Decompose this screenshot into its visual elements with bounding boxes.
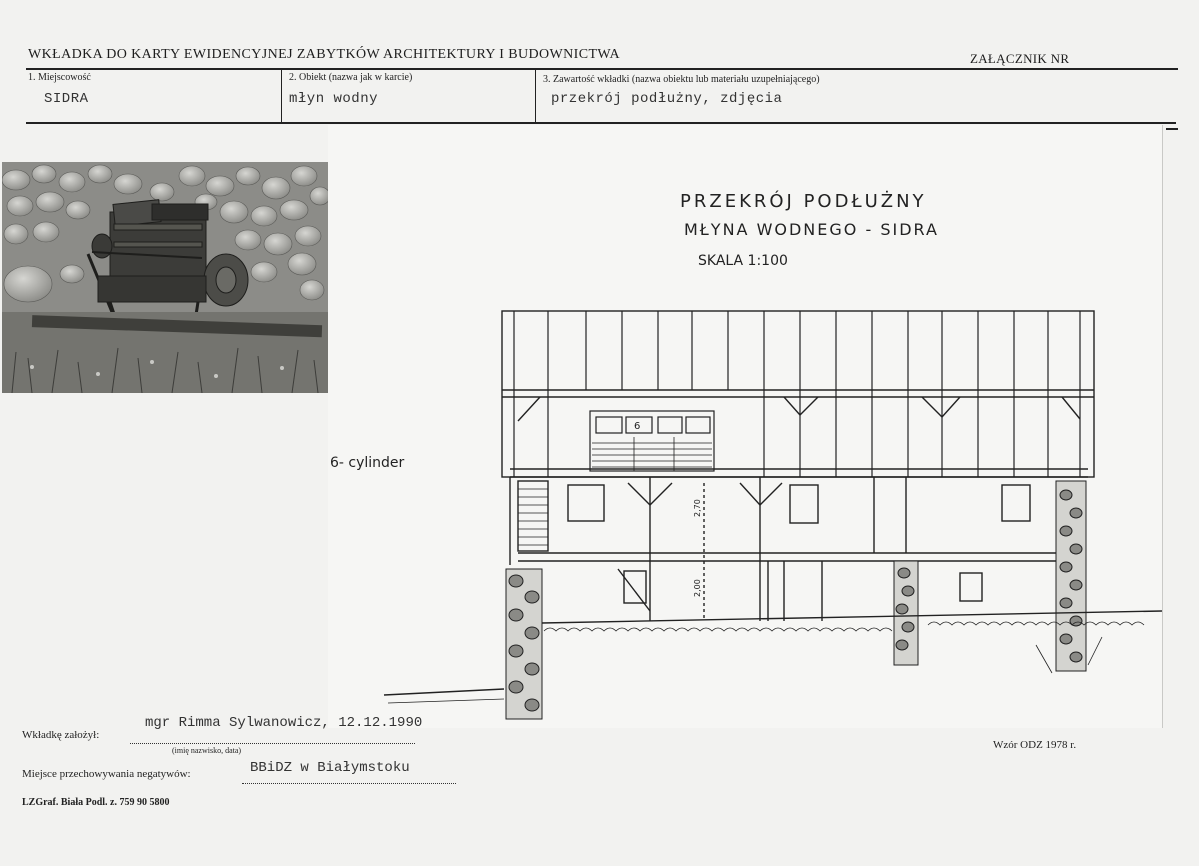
author-value: mgr Rimma Sylwanowicz, 12.12.1990 [145, 715, 423, 731]
storage-label: Miejsce przechowywania negatywów: [22, 768, 191, 780]
form-title: WKŁADKA DO KARTY EWIDENCYJNEJ ZABYTKÓW A… [28, 47, 620, 62]
frame-structure [501, 310, 1095, 621]
stone-foundations [505, 480, 1087, 720]
content-label: 3. Zawartość wkładki (nazwa obiektu lub … [543, 74, 820, 85]
object-label: 2. Obiekt (nazwa jak w karcie) [289, 72, 413, 83]
storage-value: BBiDZ w Białymstoku [250, 760, 410, 776]
form-model: Wzór ODZ 1978 r. [993, 739, 1077, 751]
drawing-title-line1: PRZEKRÓJ PODŁUŻNY [680, 190, 927, 212]
drawing-annotation-cylinder: 6- cylinder [330, 455, 405, 471]
printer-imprint: LZGraf. Biała Podl. z. 759 90 5800 [22, 797, 170, 808]
drawing-scale: SKALA 1:100 [698, 253, 788, 269]
place-label: 1. Miejscowość [28, 72, 91, 83]
longitudinal-section-drawing: PRZEKRÓJ PODŁUŻNY MŁYNA WODNEGO - SIDRA … [328, 125, 1163, 728]
photo-mill-machinery [2, 162, 328, 393]
object-value: młyn wodny [289, 91, 379, 107]
header-rule [26, 68, 1178, 70]
fields-bottom-rule [26, 122, 1176, 124]
content-value: przekrój podłużny, zdjęcia [551, 91, 783, 107]
dimension-upper: 2,70 [693, 499, 702, 517]
section-drawing-svg: PRZEKRÓJ PODŁUŻNY MŁYNA WODNEGO - SIDRA … [330, 190, 1163, 720]
cylinder-marker: 6 [634, 421, 640, 432]
column-divider [281, 70, 282, 123]
ground-line [383, 610, 1163, 704]
author-hint: (imię nazwisko, data) [172, 746, 242, 755]
column-divider [535, 70, 536, 123]
edge-tick [1166, 128, 1178, 130]
place-value: SIDRA [44, 91, 89, 107]
storage-dotted-line [242, 783, 456, 784]
author-dotted-line [130, 743, 415, 744]
drawing-title-line2: MŁYNA WODNEGO - SIDRA [684, 220, 939, 239]
photo-illustration [2, 162, 328, 393]
author-label: Wkładkę założył: [22, 729, 100, 741]
cylinder-machine [589, 410, 715, 472]
dimension-lower: 2,00 [693, 579, 702, 597]
attachment-number-label: ZAŁĄCZNIK NR [970, 51, 1070, 66]
